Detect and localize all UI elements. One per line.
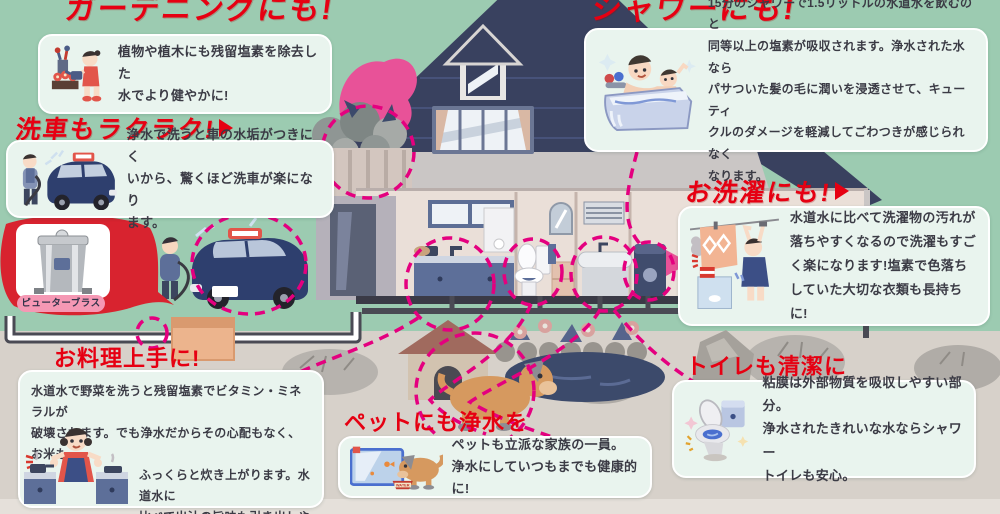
shower-text: 15分のシャワーで1.5リットルの水道水を飲むのと 同等以上の塩素が吸収されます… [707,0,973,183]
laundry-text: 水道水に比べて洗濯物の汚れが 落ちやすくなるので洗濯もすご く楽になります!塩素… [789,209,977,322]
cooking-callout: 水道水で野菜を洗うと残留塩素でビタミン・ミネラルが 破壊されます。でも浄水だから… [18,370,324,514]
toilet-title: トイレも清潔に [686,354,848,379]
dog [437,360,557,431]
purifier-callout [0,215,174,316]
washing-machine [634,244,690,296]
gardening-text: 植物や植木にも残留塩素を除去した 水でより健やかに! [117,44,318,103]
washroom [548,201,633,296]
highlight-circles [135,104,676,451]
rocks [690,330,754,390]
cooking-text-bottom: ふっくらと炊き上がります。水道水に 比べて出汁の旨味も引き出しやすくな るので、… [139,468,311,514]
dormer-window [442,23,524,100]
cooking-title: お料理上手に! [54,346,201,371]
carwash-illustration [22,149,117,210]
carwash-text: 浄水で洗うと車の水垢がつきにく いから、驚くほど洗車が楽になり ます。 [126,127,313,230]
laundry-illustration [690,218,780,309]
purifier-device [34,229,92,294]
pet-bowl-label: WATER [396,483,410,488]
highlight-car [190,212,308,316]
highlight-pipe [135,316,169,350]
second-floor-window [432,106,534,154]
highlight-washroom [569,235,639,313]
purifier-label: ピューターブラス [17,295,105,312]
gardening-illustration [51,45,102,102]
car [160,217,308,309]
toilet-callout: 粘膜は外部物質を吸収しやすい部分。 浄水されたきれいな水ならシャワー トイレも安… [672,375,976,483]
gardening-callout: 植物や植木にも残留塩素を除去した 水でより健やかに! [38,34,332,114]
cooking-text-top: 水道水で野菜を洗うと残留塩素でビタミン・ミネラルが 破壊されます。でも浄水だから… [31,384,302,461]
entrance-door [316,196,396,300]
garden [282,319,1000,431]
kitchen [414,200,515,296]
water-pipes [4,296,869,361]
pet-illustration: WATER [350,446,443,490]
carwash-callout: 浄水で洗うと車の水垢がつきにく いから、驚くほど洗車が楽になり ます。 [6,127,334,230]
laundry-callout: 水道水に比べて洗濯物の汚れが 落ちやすくなるので洗濯もすご く楽になります!塩素… [678,206,990,326]
toilet-text: 粘膜は外部物質を吸収しやすい部分。 浄水されたきれいな水ならシャワー トイレも安… [762,374,963,484]
pet-text: ペットも立派な家族の一員。 浄水にしていつもまでも健康的に! [451,437,638,496]
shower-illustration [598,53,696,131]
highlight-kitchen [404,236,496,332]
pet-title: ペットにも浄水を [344,410,529,435]
highlight-washer [622,240,676,302]
cooking-illustration [24,428,128,504]
toilet-illustration [684,399,749,462]
shower-callout: 15分のシャワーで1.5リットルの水道水を飲むのと 同等以上の塩素が吸収されます… [584,0,988,183]
pet-callout: WATER ペットも立派な家族の一員。 浄水にしていつもまでも健康的に! [338,436,652,498]
highlight-toilet [502,237,564,307]
gardening-title: ガーデニングにも! [63,0,336,26]
